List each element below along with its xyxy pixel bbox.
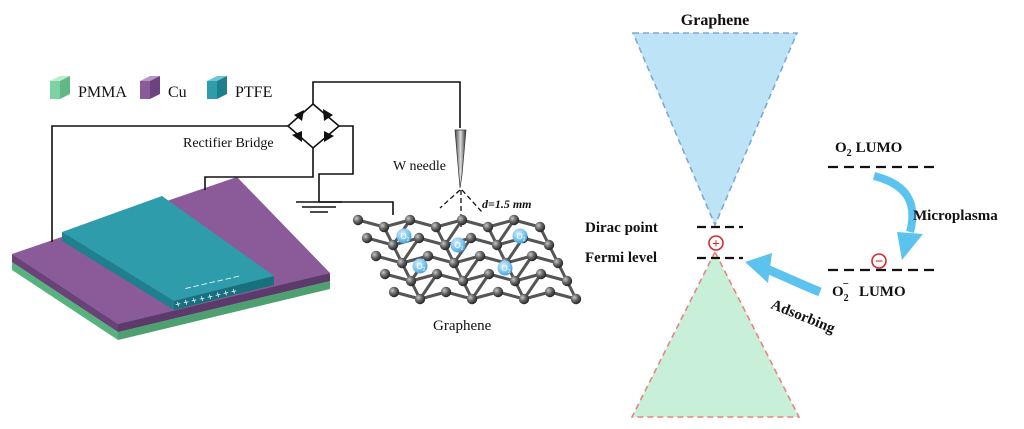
discharge-lines bbox=[439, 189, 483, 228]
carbon-atom bbox=[474, 250, 486, 262]
rectifier-bridge bbox=[286, 102, 341, 150]
carbon-atom bbox=[544, 286, 556, 298]
graphene-atoms bbox=[352, 214, 582, 305]
carbon-atom bbox=[396, 257, 408, 269]
carbon-atom bbox=[378, 221, 390, 233]
o2-molecule-label: O2 bbox=[401, 232, 410, 243]
carbon-atom bbox=[440, 286, 452, 298]
graphene-lattice-label: Graphene bbox=[433, 318, 492, 334]
o2minus-lumo-label: O2−LUMO bbox=[832, 278, 906, 304]
teng-device bbox=[12, 177, 330, 340]
carbon-atom bbox=[370, 250, 382, 262]
carbon-atom bbox=[465, 232, 477, 244]
carbon-atom bbox=[482, 221, 494, 233]
carbon-atom bbox=[543, 239, 555, 251]
carbon-atom bbox=[518, 293, 530, 305]
carbon-atom bbox=[552, 257, 564, 269]
legend-ptfe-label: PTFE bbox=[235, 84, 272, 101]
carbon-atom bbox=[413, 232, 425, 244]
carbon-atom bbox=[456, 214, 468, 226]
carbon-atom bbox=[534, 221, 546, 233]
svg-text:+: + bbox=[712, 237, 720, 252]
fermi-level-label: Fermi level bbox=[585, 250, 657, 266]
carbon-atom bbox=[535, 268, 547, 280]
o2-molecule: O2 bbox=[396, 228, 412, 244]
distance-label: d=1.5 mm bbox=[482, 197, 532, 211]
carbon-atom bbox=[430, 221, 442, 233]
carbon-atom bbox=[404, 214, 416, 226]
o2-molecule-label: O2 bbox=[455, 241, 464, 252]
carbon-atom bbox=[439, 239, 451, 251]
o2-molecule: O2 bbox=[497, 260, 513, 276]
microplasma-label: Microplasma bbox=[913, 208, 998, 224]
lower-cone bbox=[630, 250, 801, 418]
carbon-atom bbox=[431, 268, 443, 280]
carbon-atom bbox=[508, 214, 520, 226]
legend-pmma: PMMA bbox=[50, 76, 127, 101]
rectifier-label: Rectifier Bridge bbox=[183, 136, 274, 151]
ptfe-layer bbox=[62, 196, 274, 301]
carbon-atom bbox=[448, 257, 460, 269]
legend-ptfe: PTFE bbox=[207, 76, 272, 101]
upper-cone bbox=[631, 32, 799, 228]
hole-icon: + bbox=[708, 235, 724, 252]
o2-molecule: O2 bbox=[512, 228, 528, 244]
carbon-atom bbox=[388, 286, 400, 298]
carbon-atom bbox=[492, 286, 504, 298]
carbon-atom bbox=[483, 268, 495, 280]
needle-label: W needle bbox=[393, 159, 446, 174]
carbon-atom bbox=[352, 214, 364, 226]
legend: PMMA Cu PTFE bbox=[50, 76, 272, 101]
electron-icon: − bbox=[871, 253, 887, 270]
adsorbing-arrow bbox=[745, 253, 822, 297]
carbon-atom bbox=[414, 293, 426, 305]
svg-text:−: − bbox=[875, 254, 884, 270]
legend-cu: Cu bbox=[140, 76, 187, 101]
carbon-atom bbox=[466, 293, 478, 305]
legend-cu-label: Cu bbox=[168, 84, 187, 101]
carbon-atom bbox=[509, 275, 521, 287]
adsorbing-label: Adsorbing bbox=[769, 297, 838, 337]
ground-symbol bbox=[296, 201, 342, 213]
carbon-atom bbox=[361, 232, 373, 244]
o2-molecule-label: O2 bbox=[417, 262, 426, 273]
carbon-atom bbox=[491, 239, 503, 251]
microplasma-arrow bbox=[872, 172, 923, 260]
o2-molecule: O2 bbox=[450, 237, 466, 253]
band-title: Graphene bbox=[681, 12, 749, 29]
carbon-atom bbox=[526, 250, 538, 262]
w-needle bbox=[454, 129, 467, 189]
carbon-atom bbox=[405, 275, 417, 287]
carbon-atom bbox=[379, 268, 391, 280]
carbon-atom bbox=[387, 239, 399, 251]
dirac-point-label: Dirac point bbox=[585, 220, 658, 236]
o2-molecule-label: O2 bbox=[517, 232, 526, 243]
carbon-atom bbox=[570, 293, 582, 305]
graphene-bonds bbox=[357, 218, 578, 301]
carbon-atom bbox=[457, 275, 469, 287]
legend-pmma-label: PMMA bbox=[78, 84, 127, 101]
carbon-atom bbox=[561, 275, 573, 287]
circuit-wires bbox=[51, 81, 461, 242]
carbon-atom bbox=[422, 250, 434, 262]
o2-molecule: O2 bbox=[412, 258, 428, 274]
o2-molecule-label: O2 bbox=[502, 264, 511, 275]
